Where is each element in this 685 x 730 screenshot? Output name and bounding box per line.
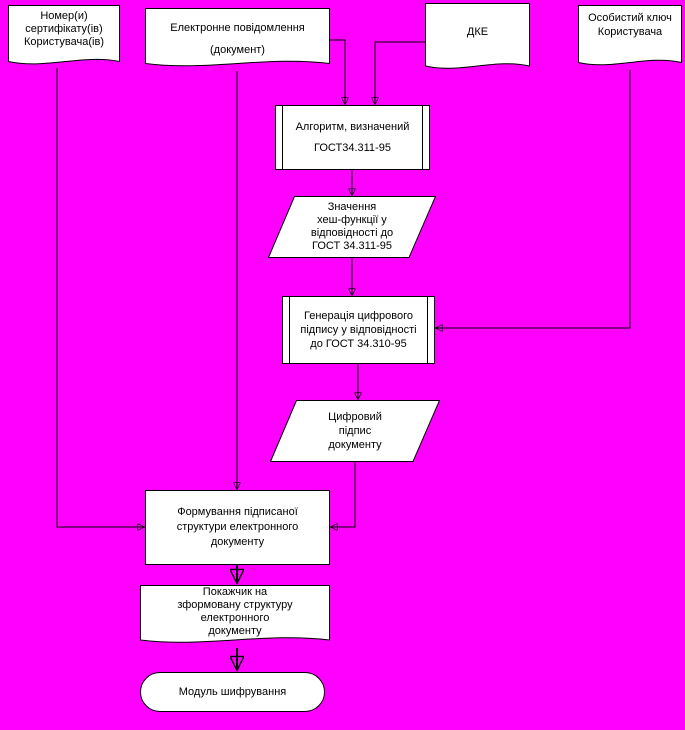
node-hash-value: Значення хеш-функції у відповідності до … [268, 196, 436, 258]
node-electronic-message: Електронне повідомлення (документ) [145, 8, 330, 72]
predefined-process-shape [275, 105, 430, 170]
document-shape-icon [578, 5, 682, 66]
node-encryption-module: Модуль шифрування [140, 672, 325, 712]
connector-message-to-algorithm [330, 39, 345, 104]
document-shape-icon [8, 5, 120, 65]
document-shape-icon [425, 3, 530, 69]
connector-cert-to-structure [56, 68, 144, 527]
node-label: Значення хеш-функції у відповідності до … [310, 201, 394, 252]
node-cert-numbers: Номер(и) сертифікату(ів) Користувача(ів) [8, 5, 120, 70]
node-label: Генерація цифрового підпису у відповідно… [300, 310, 417, 350]
node-signature-generation: Генерація цифрового підпису у відповідно… [282, 296, 435, 364]
node-label: Покажчик на зформовану структуру електро… [177, 586, 293, 637]
node-label: Алгоритм, визначений ГОСТ34.311-95 [295, 120, 410, 154]
process-shape [145, 490, 330, 565]
node-structure-pointer: Покажчик на зформовану структуру електро… [140, 585, 330, 648]
parallelogram-shape [270, 400, 440, 462]
node-label: Цифровий підпис документу [328, 411, 382, 451]
node-hash-algorithm: Алгоритм, визначений ГОСТ34.311-95 [275, 105, 430, 170]
node-dke: ДКЕ [425, 3, 530, 75]
node-label: Номер(и) сертифікату(ів) Користувача(ів) [23, 10, 104, 48]
node-label: Особистий ключ Користувача [588, 12, 672, 38]
node-label: Електронне повідомлення (документ) [170, 22, 305, 56]
connector-signature-to-structure [331, 462, 356, 527]
node-digital-signature: Цифровий підпис документу [270, 400, 440, 462]
connector-dke-to-algorithm [375, 41, 425, 104]
connector-key-to-generation [436, 70, 631, 328]
document-shape-icon [140, 585, 330, 643]
node-label: ДКЕ [466, 26, 489, 38]
parallelogram-shape [268, 196, 436, 258]
node-label: Формування підписаної структури електрон… [176, 506, 299, 548]
predefined-process-shape [282, 296, 435, 364]
document-shape-icon [145, 8, 330, 67]
node-label: Модуль шифрування [178, 685, 287, 698]
terminator-shape [140, 672, 325, 712]
node-user-private-key: Особистий ключ Користувача [578, 5, 682, 71]
node-form-signed-structure: Формування підписаної структури електрон… [145, 490, 330, 565]
